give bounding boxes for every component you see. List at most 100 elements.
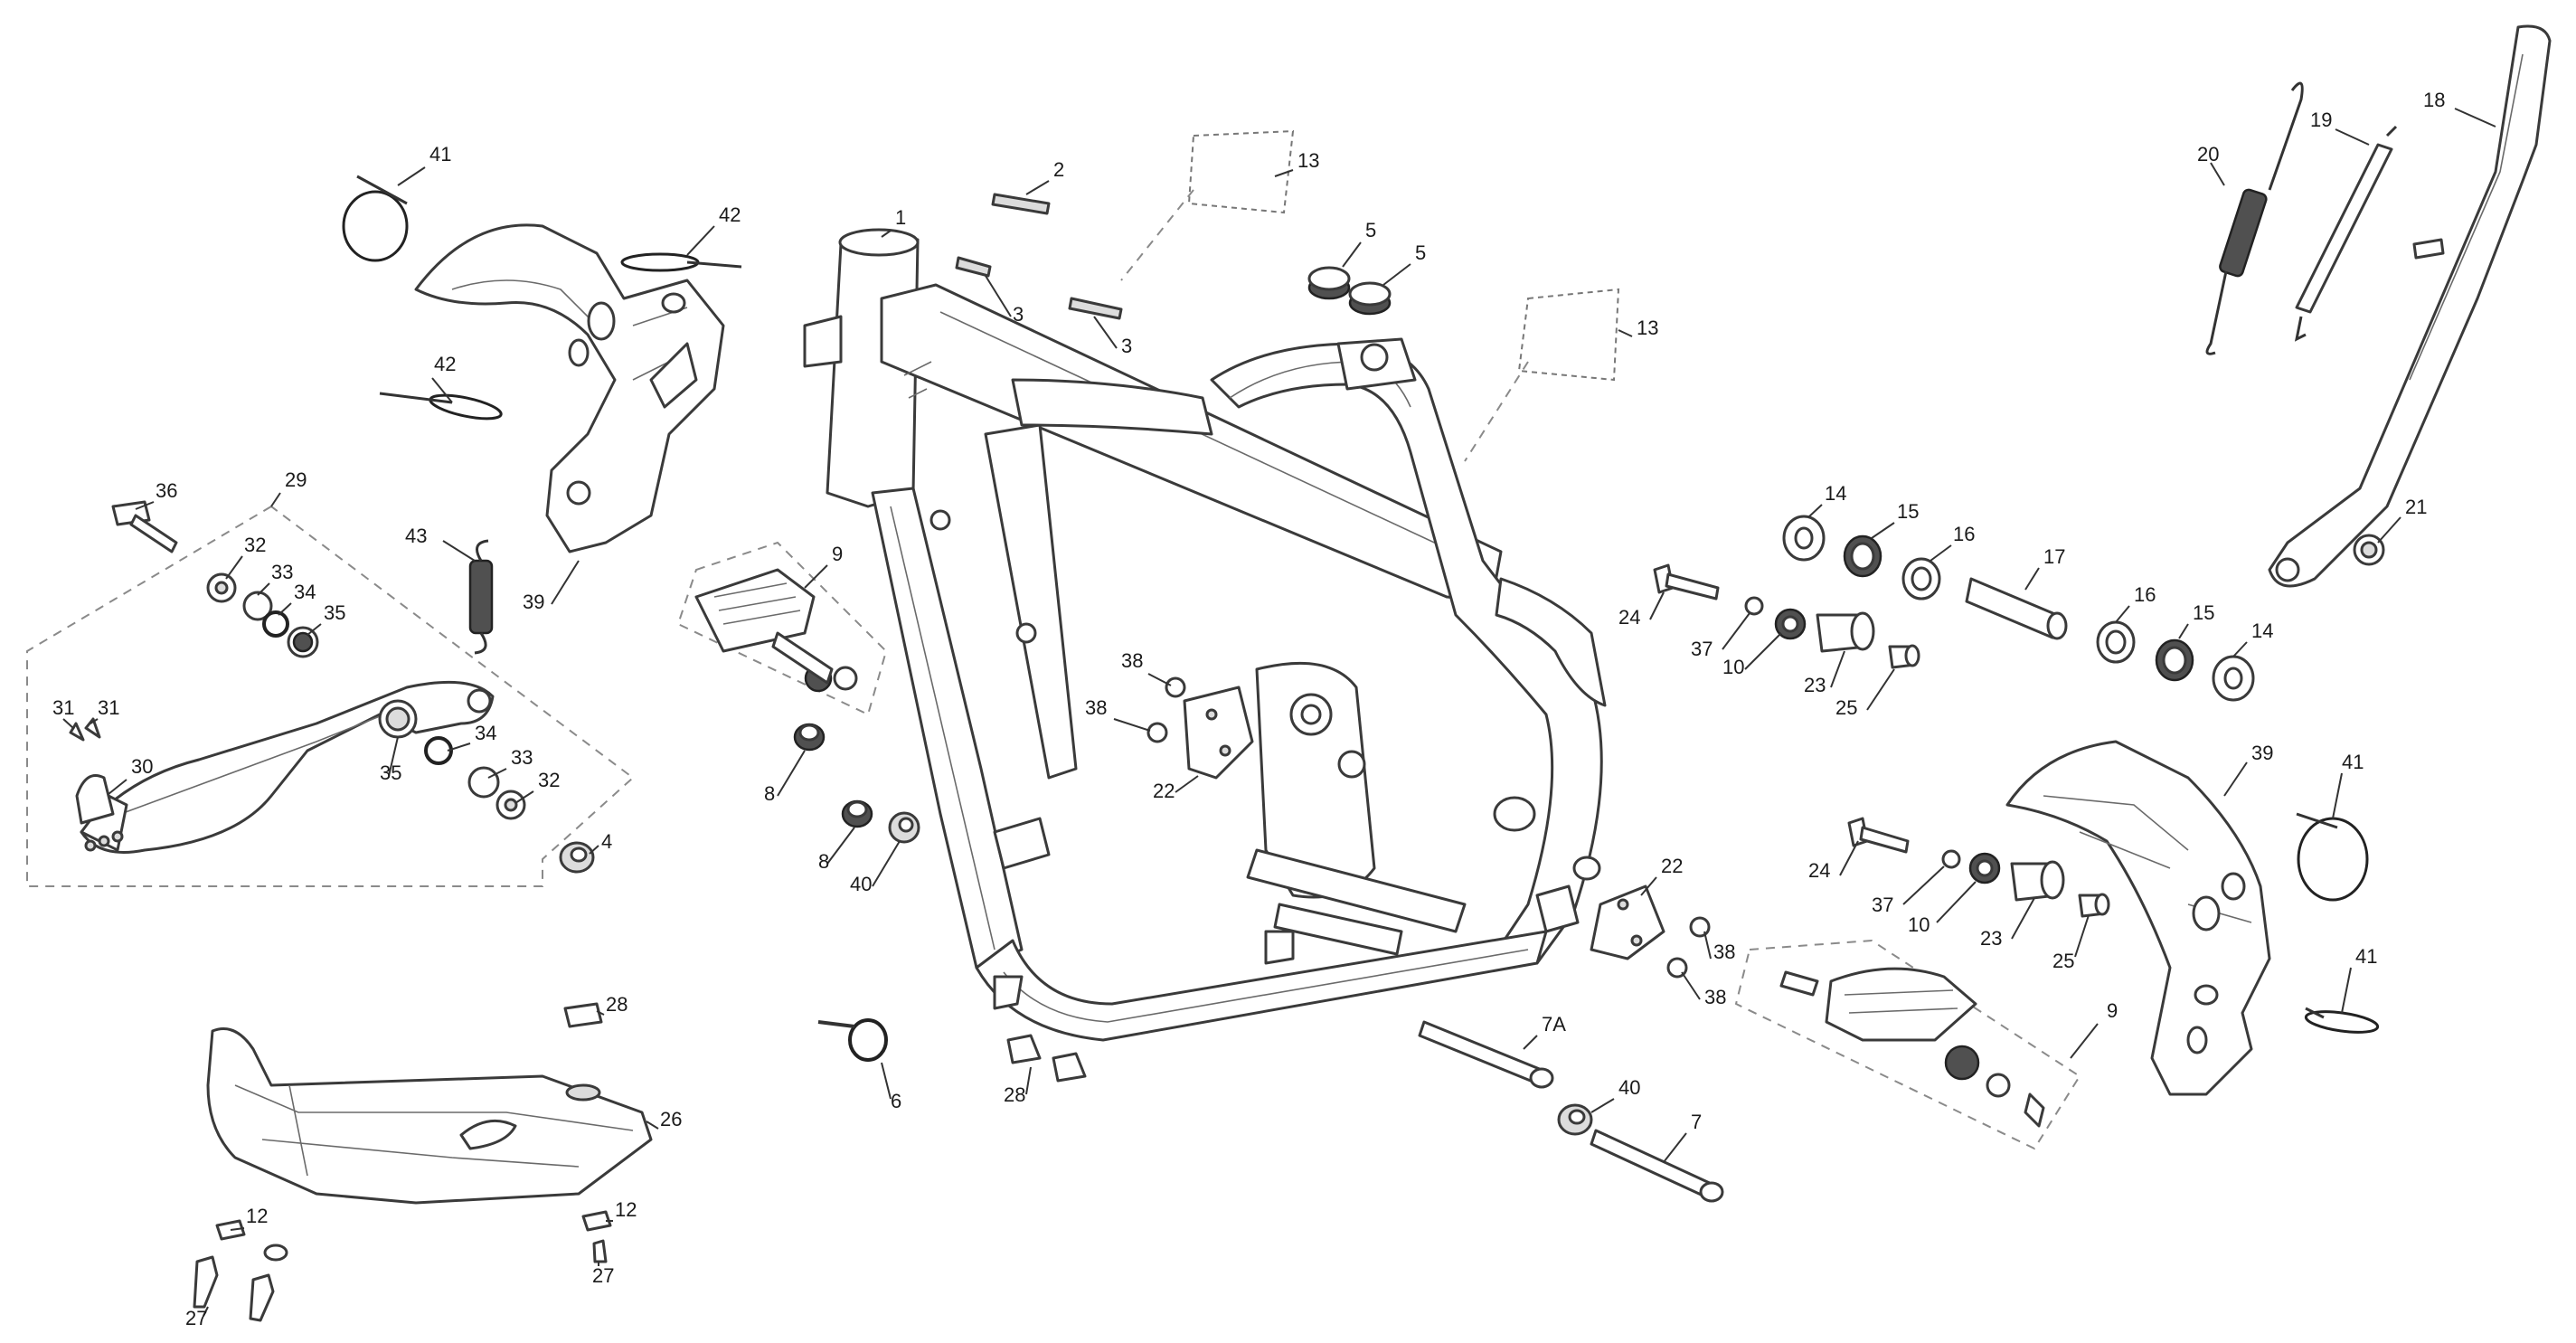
rubber-damper-5-a <box>1307 266 1351 300</box>
bushing-40-right <box>1557 1103 1593 1136</box>
seal-10-upper <box>1774 608 1807 640</box>
washer-14-upper <box>1782 515 1826 562</box>
callout-label: 40 <box>1618 1076 1640 1099</box>
callout-label: 34 <box>294 581 316 603</box>
callout-leader-line <box>447 742 471 752</box>
callout-label: 29 <box>285 468 307 491</box>
callout-label: 42 <box>434 353 456 375</box>
callout-label: 37 <box>1872 894 1893 916</box>
callout-leader-line <box>1093 316 1118 349</box>
callout-label: 21 <box>2405 496 2427 518</box>
callout-label: 6 <box>891 1090 901 1112</box>
sticker-13-left <box>1120 129 1295 281</box>
callout-label: 9 <box>832 543 843 565</box>
callout-label: 38 <box>1121 649 1143 672</box>
callout-label: 43 <box>405 525 427 547</box>
callout-leader-line <box>777 750 806 797</box>
callout-leader-line <box>1930 544 1952 562</box>
callout-leader-line <box>1830 650 1845 688</box>
callout-leader-line <box>62 718 75 730</box>
callout-label: 25 <box>1835 696 1857 719</box>
callout-label: 31 <box>52 696 74 719</box>
callout-label: 28 <box>606 993 627 1016</box>
callout-label: 1 <box>895 206 906 229</box>
callout-label: 13 <box>1297 149 1319 172</box>
callout-leader-line <box>270 492 281 507</box>
callout-leader-line <box>1147 673 1172 686</box>
washer-37-lower <box>1941 849 1961 869</box>
cable-tie-42-top <box>620 252 742 272</box>
callout-leader-line <box>2377 516 2401 544</box>
bearing-35-left <box>287 626 319 658</box>
callout-leader-line <box>1681 971 1701 1000</box>
callout-leader-line <box>487 768 507 779</box>
pivot-bolt-7 <box>1590 1129 1724 1203</box>
callout-leader-line <box>2011 897 2035 940</box>
pivot-bolt-7A <box>1418 1020 1554 1089</box>
main-frame <box>803 228 1607 1042</box>
callout-label: 7A <box>1542 1013 1566 1036</box>
callout-leader-line <box>804 564 828 589</box>
callout-leader-line <box>1871 522 1895 539</box>
bushing-4 <box>559 841 595 874</box>
callout-label: 38 <box>1085 696 1107 719</box>
callout-label: 13 <box>1637 317 1658 339</box>
callout-leader-line <box>2178 623 2189 639</box>
clip-12-b <box>581 1210 612 1232</box>
callout-label: 16 <box>1953 523 1975 545</box>
callout-leader-line <box>1618 329 1633 337</box>
callout-label: 10 <box>1908 913 1930 936</box>
callout-leader-line <box>2335 128 2370 146</box>
callout-leader-line <box>1649 591 1665 620</box>
clip-28-center <box>1006 1034 1087 1083</box>
callout-label: 19 <box>2310 109 2332 131</box>
washer-33-left <box>242 591 273 621</box>
callout-label: 41 <box>429 143 451 166</box>
callout-label: 5 <box>1365 219 1376 241</box>
callout-leader-line <box>1703 931 1712 960</box>
callout-label: 32 <box>538 769 560 791</box>
callout-leader-line <box>90 718 99 724</box>
callout-label: 28 <box>1004 1083 1025 1106</box>
spring-19 <box>2294 125 2398 342</box>
callout-label: 14 <box>1825 482 1846 505</box>
footpeg-left-9 <box>676 541 888 716</box>
callout-leader-line <box>1722 612 1750 650</box>
callout-label: 38 <box>1704 986 1726 1008</box>
nut-8-b <box>841 799 873 828</box>
callout-label: 31 <box>98 696 119 719</box>
sleeve-17 <box>1965 577 2068 640</box>
cable-tie-41-left <box>342 175 409 262</box>
spring-20 <box>2205 81 2304 355</box>
callout-leader-line <box>1342 241 1362 268</box>
washer-14-lower <box>2212 655 2255 702</box>
callout-leader-line <box>2454 108 2496 128</box>
callout-label: 7 <box>1691 1111 1702 1133</box>
callout-leader-line <box>1274 169 1294 177</box>
pin-2 <box>991 193 1051 215</box>
callout-label: 41 <box>2355 945 2377 968</box>
callout-label: 17 <box>2043 545 2065 568</box>
callout-leader-line <box>442 540 476 562</box>
side-stand-18 <box>2268 24 2552 588</box>
callout-label: 35 <box>324 601 345 624</box>
seal-10-lower <box>1968 852 2001 884</box>
callout-leader-line <box>397 166 426 186</box>
callout-label: 30 <box>131 755 153 778</box>
pin-3-b <box>1068 297 1123 320</box>
callout-leader-line <box>431 377 453 403</box>
washer-33-right <box>467 766 500 799</box>
nut-8-a <box>793 723 826 752</box>
screw-27-b <box>249 1273 275 1322</box>
callout-label: 15 <box>2193 601 2214 624</box>
callout-leader-line <box>589 845 599 855</box>
callout-label: 2 <box>1053 158 1064 181</box>
spring-6 <box>817 1018 888 1062</box>
callout-leader-line <box>1640 876 1657 896</box>
callout-label: 23 <box>1804 674 1826 696</box>
bushing-23-upper <box>1816 611 1875 653</box>
callout-leader-line <box>985 275 1012 317</box>
callout-leader-line <box>388 736 399 777</box>
